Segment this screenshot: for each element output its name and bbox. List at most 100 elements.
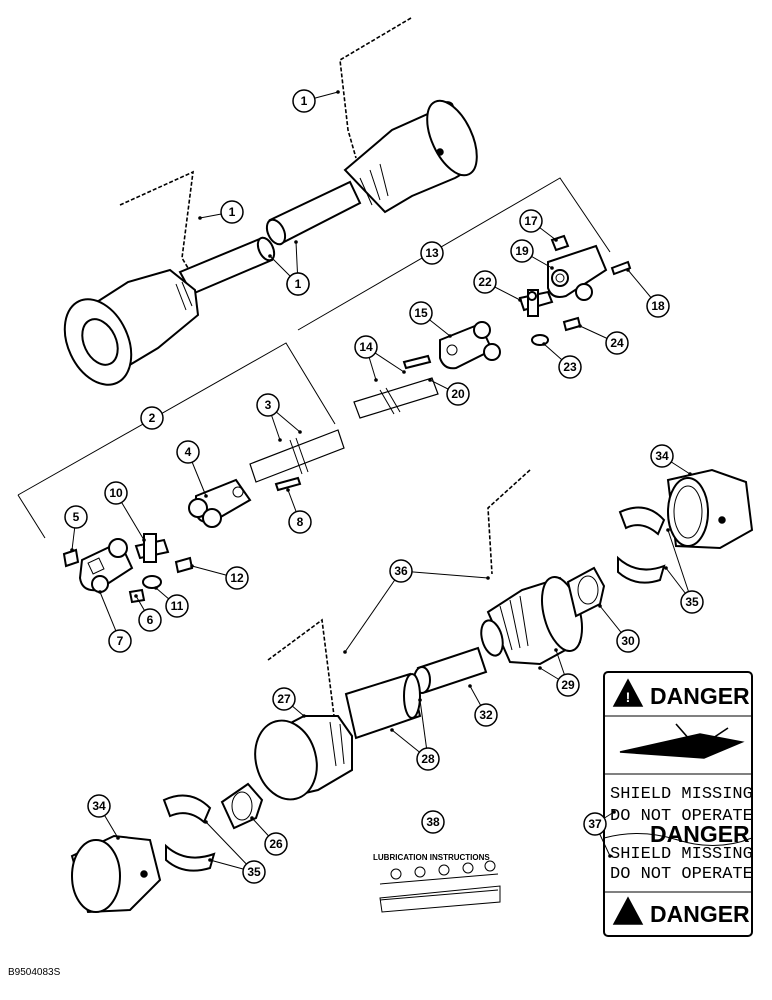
callout-number: 35 bbox=[247, 865, 261, 879]
shield-cone-lower-left bbox=[254, 715, 353, 801]
leader-arrowhead bbox=[98, 590, 102, 594]
leader-line bbox=[344, 570, 402, 653]
leader-arrowhead bbox=[374, 378, 378, 382]
callout-group: 1111234567810111213141517181920222324262… bbox=[64, 89, 704, 884]
callout-circle bbox=[519, 209, 543, 233]
callout-35: 35 bbox=[680, 590, 704, 614]
callout-29: 29 bbox=[556, 673, 580, 697]
yoke-7 bbox=[78, 538, 134, 593]
callout-number: 27 bbox=[277, 692, 291, 706]
callout-circle bbox=[556, 673, 580, 697]
danger-decal: ! DANGER SHIELD MISSING DO NOT OPERATE D… bbox=[603, 671, 753, 937]
callout-circle bbox=[474, 703, 498, 727]
figure-code: B9504083S bbox=[8, 967, 61, 978]
callout-8: 8 bbox=[288, 510, 312, 534]
yoke-17-19 bbox=[547, 234, 608, 301]
decal-top-line1: SHIELD MISSING bbox=[610, 785, 753, 804]
callout-number: 24 bbox=[610, 336, 624, 350]
callout-34: 34 bbox=[650, 444, 674, 468]
callout-28: 28 bbox=[416, 747, 440, 771]
callout-circle bbox=[409, 301, 433, 325]
leader-line bbox=[400, 570, 489, 579]
leader-arrowhead bbox=[343, 650, 347, 654]
leader-arrowhead bbox=[268, 254, 272, 258]
leader-arrowhead bbox=[542, 342, 546, 346]
callout-circle bbox=[286, 272, 310, 296]
callout-number: 18 bbox=[651, 299, 665, 313]
callout-1: 1 bbox=[292, 89, 316, 113]
callout-number: 23 bbox=[563, 360, 577, 374]
outer-tube-28 bbox=[344, 672, 422, 740]
callout-circle bbox=[389, 559, 413, 583]
callout-number: 14 bbox=[359, 340, 373, 354]
callout-19: 19 bbox=[510, 239, 534, 263]
callout-2: 2 bbox=[140, 406, 164, 430]
leader-arrowhead bbox=[402, 370, 406, 374]
leader-arrowhead bbox=[294, 240, 298, 244]
callout-22: 22 bbox=[473, 270, 497, 294]
callout-26: 26 bbox=[264, 832, 288, 856]
callout-circle bbox=[646, 294, 670, 318]
leader-arrowhead bbox=[250, 816, 254, 820]
callout-number: 10 bbox=[109, 486, 123, 500]
callout-20: 20 bbox=[446, 382, 470, 406]
group-2-bracket bbox=[17, 342, 336, 496]
callout-circle bbox=[510, 239, 534, 263]
spring-pin-14 bbox=[402, 354, 432, 370]
leader-arrowhead bbox=[612, 810, 616, 814]
callout-circle bbox=[220, 200, 244, 224]
leader-arrowhead bbox=[336, 90, 340, 94]
leader-arrowhead bbox=[664, 566, 668, 570]
decal-bottom-line2: DO NOT OPERATE bbox=[610, 865, 753, 884]
callout-circle bbox=[420, 241, 444, 265]
callout-number: 5 bbox=[73, 510, 80, 524]
callout-number: 15 bbox=[414, 306, 428, 320]
callout-circle bbox=[473, 270, 497, 294]
callout-4: 4 bbox=[176, 440, 200, 464]
grease-fitting-12 bbox=[174, 556, 194, 574]
entanglement-hazard-icon bbox=[619, 723, 745, 759]
leader-arrowhead bbox=[688, 472, 692, 476]
alert-symbol: ! bbox=[626, 689, 631, 705]
leader-arrowhead bbox=[626, 268, 630, 272]
cross-journal-10 bbox=[134, 533, 170, 563]
safety-chain-left bbox=[119, 170, 194, 269]
callout-circle bbox=[354, 335, 378, 359]
callout-number: 37 bbox=[588, 817, 602, 831]
callout-number: 4 bbox=[185, 445, 192, 459]
callout-circle bbox=[446, 382, 470, 406]
callout-number: 11 bbox=[171, 599, 184, 613]
decal-top-heading: DANGER bbox=[650, 683, 750, 709]
callout-number: 1 bbox=[229, 205, 236, 219]
callout-number: 36 bbox=[394, 564, 408, 578]
callout-circle bbox=[256, 393, 280, 417]
lubrication-title: LUBRICATION INSTRUCTIONS bbox=[373, 853, 490, 862]
callout-23: 23 bbox=[558, 355, 582, 379]
callout-circle bbox=[140, 406, 164, 430]
spring-pin-18 bbox=[610, 260, 632, 276]
leader-arrowhead bbox=[190, 564, 194, 568]
leader-arrowhead bbox=[486, 576, 490, 580]
callout-number: 22 bbox=[478, 275, 492, 289]
callout-circle bbox=[165, 594, 189, 618]
decal-bottom-heading: DANGER bbox=[650, 901, 750, 927]
callout-3: 3 bbox=[256, 393, 280, 417]
shield-cup-34-lower bbox=[70, 834, 162, 914]
callout-circle bbox=[272, 687, 296, 711]
snap-ring-11 bbox=[142, 575, 162, 589]
cross-journal-22 bbox=[518, 289, 554, 317]
callout-35: 35 bbox=[242, 860, 266, 884]
leader-arrowhead bbox=[428, 378, 432, 382]
callout-circle bbox=[605, 331, 629, 355]
leader-arrowhead bbox=[608, 854, 612, 858]
leader-arrowhead bbox=[134, 594, 138, 598]
decal-bottom-cut-heading: DANGER bbox=[650, 821, 750, 847]
callout-number: 34 bbox=[655, 449, 669, 463]
leader-arrowhead bbox=[198, 216, 202, 220]
callout-number: 26 bbox=[269, 837, 283, 851]
leader-arrowhead bbox=[286, 488, 290, 492]
leader-arrowhead bbox=[554, 648, 558, 652]
leader-arrowhead bbox=[302, 714, 306, 718]
leader-arrowhead bbox=[538, 666, 542, 670]
